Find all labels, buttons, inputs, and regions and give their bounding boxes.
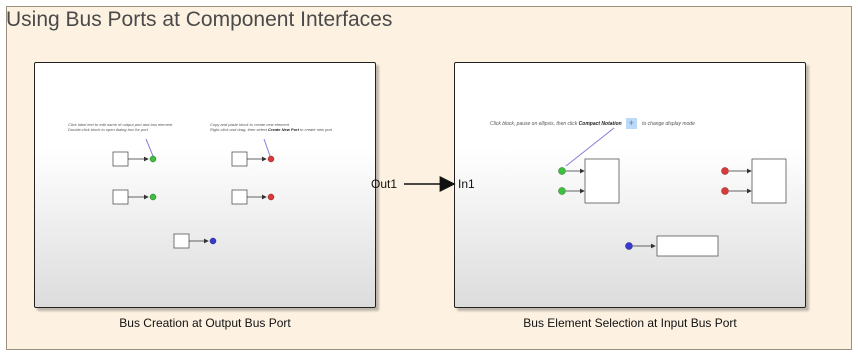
out-bus-element-block[interactable]: [231, 151, 275, 167]
callout-line: [263, 138, 271, 157]
out-bus-element-block[interactable]: [112, 151, 157, 167]
note-bold-text: Create New Port: [268, 127, 299, 132]
note-text: Right-click and drag, then select: [210, 127, 269, 132]
out-bus-element-block[interactable]: [231, 189, 275, 205]
terminator-block[interactable]: [584, 158, 620, 204]
subsystem-label-bus-creation[interactable]: Bus Creation at Output Bus Port: [119, 316, 291, 330]
note-line: Click label text to edit name of output …: [68, 122, 173, 127]
out-bus-element-block[interactable]: [112, 189, 157, 205]
note-edit-port-name: Click label text to edit name of output …: [68, 122, 172, 132]
in-bus-element-block[interactable]: [558, 167, 585, 195]
area-title: Using Bus Ports at Component Interfaces: [6, 8, 393, 31]
subsystem-bus-creation[interactable]: [34, 62, 376, 308]
in1-port-label: In1: [458, 177, 475, 191]
note-text: to create new port: [298, 127, 333, 132]
compact-notation-icon[interactable]: +: [625, 118, 637, 129]
note-line: Right-click and drag, then select Create…: [210, 127, 332, 132]
note-line: Double-click block to open dialog box fo…: [68, 127, 148, 132]
terminator-block[interactable]: [751, 158, 787, 204]
out-bus-element-block[interactable]: [173, 233, 217, 249]
note-bold-text: Compact Notation: [578, 120, 622, 127]
in-bus-element-block[interactable]: [721, 167, 752, 195]
callout-line: [565, 127, 615, 167]
note-text: to change display mode: [640, 120, 695, 127]
in-bus-element-block[interactable]: [625, 242, 656, 250]
note-text: Click block, pause on ellipsis, then cli…: [490, 120, 579, 127]
note-create-element: Copy and paste block to create new eleme…: [210, 122, 332, 132]
terminator-block[interactable]: [656, 235, 719, 257]
note-compact-notation: Click block, pause on ellipsis, then cli…: [490, 118, 695, 129]
callout-line: [145, 138, 154, 157]
subsystem-bus-element-selection[interactable]: [454, 62, 806, 308]
out1-port-label: Out1: [371, 177, 398, 191]
note-line: Copy and paste block to create new eleme…: [210, 122, 289, 127]
subsystem-label-bus-element-selection[interactable]: Bus Element Selection at Input Bus Port: [523, 316, 737, 330]
